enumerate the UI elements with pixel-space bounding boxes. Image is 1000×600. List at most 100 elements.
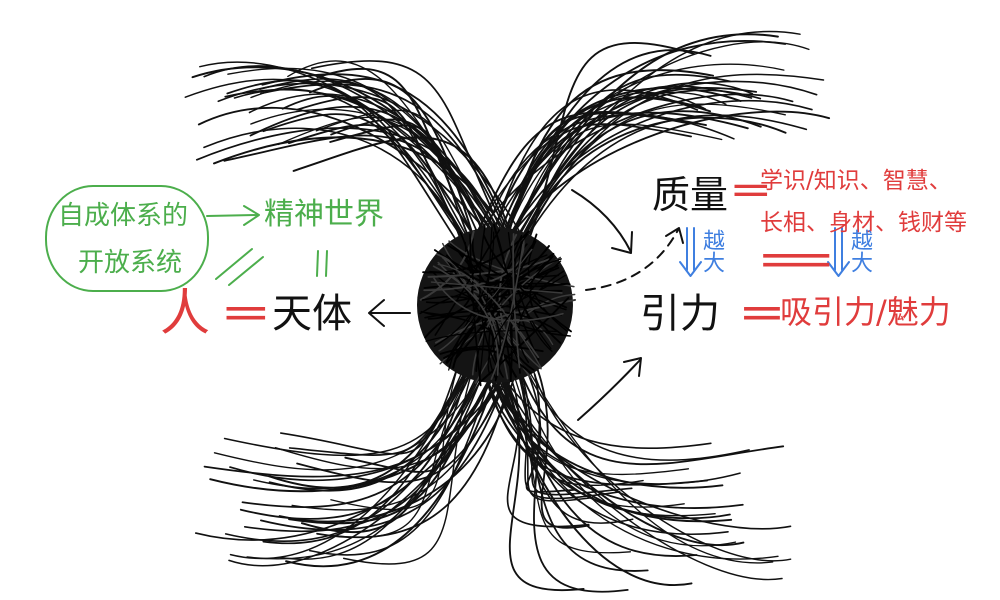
hair-strand (229, 375, 505, 482)
hair-strand (491, 358, 712, 450)
hair-strand (239, 365, 469, 520)
blue-down-arrow-2 (827, 227, 850, 277)
spirit-world-label: 精神世界 (264, 197, 384, 232)
hair-strand (316, 67, 487, 260)
hair-strand (498, 49, 712, 253)
dashed-arrow-head (665, 227, 684, 244)
bubble-line-2: 开放系统 (78, 248, 183, 278)
equals-force: = (738, 291, 786, 335)
dashed-arrow (585, 229, 679, 291)
hair-strand (523, 42, 695, 254)
hair-strand (253, 362, 486, 490)
arrow-to-celestial-head (368, 299, 385, 327)
hair-strand (310, 60, 507, 240)
hair-strand (496, 80, 818, 244)
hair-strand (262, 361, 473, 545)
arrow-to-force (577, 359, 641, 421)
open-system-bubble (45, 185, 209, 292)
hair-strand (517, 373, 621, 500)
scribble-line (480, 297, 570, 382)
green-arrow (206, 214, 259, 217)
mass-desc-line-2: 长相、身材、钱财等 (760, 210, 967, 236)
scribble-line (422, 230, 530, 274)
bigger-label-1: 越大 (699, 229, 724, 273)
hair-strand (491, 89, 699, 240)
person-label: 人 (160, 284, 210, 342)
hair-strand (520, 373, 785, 466)
scribble-line (445, 245, 550, 284)
hair-strand (197, 106, 503, 253)
equals-sign: = (220, 287, 272, 338)
gravity-label: 引力 (640, 291, 720, 337)
hair-strand (529, 373, 774, 564)
hair-strand (278, 376, 515, 523)
hair-strand (259, 78, 474, 248)
hair-strand (329, 124, 475, 251)
hair-strand (516, 103, 786, 257)
scribble-line (482, 234, 572, 333)
scribble-line (447, 244, 533, 359)
hair-strands (184, 30, 831, 593)
hair-strand (471, 111, 707, 246)
scribble-line (424, 310, 564, 336)
hair-strand (342, 369, 474, 565)
hair-strand (227, 67, 514, 258)
hair-strand (499, 362, 733, 523)
hair-strand (243, 367, 486, 533)
hair-strand (498, 370, 585, 592)
scribble-line (434, 229, 501, 336)
hair-strand (279, 369, 458, 455)
hair-strand (484, 366, 709, 486)
green-arrow-head (243, 205, 260, 226)
mass-desc-line-1: 学识/知识、智慧、 (760, 168, 952, 194)
scribble-line (490, 243, 524, 380)
hair-strand (499, 367, 693, 586)
hair-strand (250, 80, 488, 240)
hair-strand (520, 85, 753, 246)
hair-strand (296, 375, 510, 484)
hair-strand (184, 78, 466, 254)
green-slant-equals (215, 248, 264, 286)
scribble-line (433, 231, 495, 347)
scribble-ball (417, 223, 577, 387)
hair-strand (498, 96, 704, 258)
blue-down-arrow-1 (679, 227, 702, 277)
hair-strand (521, 116, 787, 245)
hair-strand (331, 377, 468, 538)
hair-strand (480, 113, 735, 249)
hair-strand (203, 127, 467, 244)
hair-strand (499, 366, 783, 581)
hair-strand (491, 367, 724, 489)
hair-strand (224, 367, 482, 542)
hair-strand (518, 366, 649, 572)
hair-strand (485, 376, 731, 520)
scribble-line (427, 231, 474, 320)
hair-strand (497, 110, 831, 256)
hair-strand (195, 127, 501, 239)
hair-strand (482, 361, 792, 530)
hair-strand (472, 93, 794, 241)
hair-strand (285, 364, 502, 568)
scribble-line (487, 260, 562, 376)
hair-strand (499, 40, 787, 247)
scribble-line (425, 330, 558, 342)
mass-label: 质量 (652, 173, 729, 217)
arrow-to-force-head (623, 357, 642, 377)
equals-sign: = (729, 167, 773, 213)
hair-strand (229, 361, 467, 560)
hair-strand (483, 358, 729, 536)
equals-person-celestial: = (220, 291, 272, 335)
hair-strand (502, 82, 754, 253)
equals-mass: = (729, 170, 773, 210)
equals-sign: = (752, 234, 841, 285)
arrow-to-mass-head (611, 231, 633, 254)
hair-strand (506, 99, 813, 244)
celestial-body-label: 天体 (272, 291, 352, 337)
scribble-line (433, 277, 564, 322)
scribble-line (427, 258, 550, 278)
hair-strand (199, 61, 507, 255)
scribble-line (423, 237, 525, 292)
hair-strand (483, 369, 744, 509)
equals-sign: = (738, 287, 786, 338)
